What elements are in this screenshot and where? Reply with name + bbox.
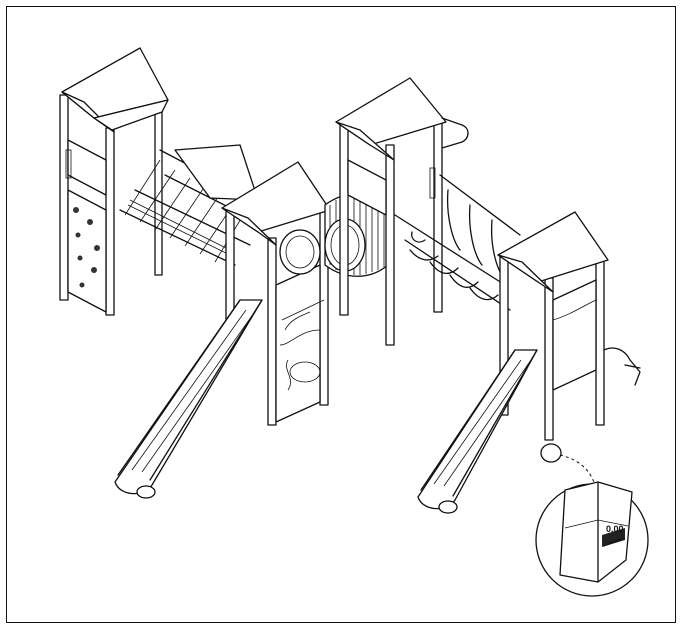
center-right-tower [335, 77, 469, 346]
detail-callout: 0.00 [535, 454, 649, 597]
activity-panel [275, 264, 321, 423]
right-tower [497, 211, 641, 463]
ground-level-label: 0.00 [606, 524, 624, 534]
right-net-bridge [394, 174, 521, 311]
right-slide [417, 349, 538, 514]
left-slide [114, 299, 263, 499]
center-right-roof [335, 77, 447, 146]
left-tower [59, 47, 169, 316]
climbing-holds [73, 207, 100, 288]
climbing-wall [67, 189, 107, 313]
left-center-tower [221, 161, 331, 426]
drawing-frame [6, 6, 676, 623]
ground-marker [540, 443, 562, 463]
right-roof [497, 211, 609, 283]
